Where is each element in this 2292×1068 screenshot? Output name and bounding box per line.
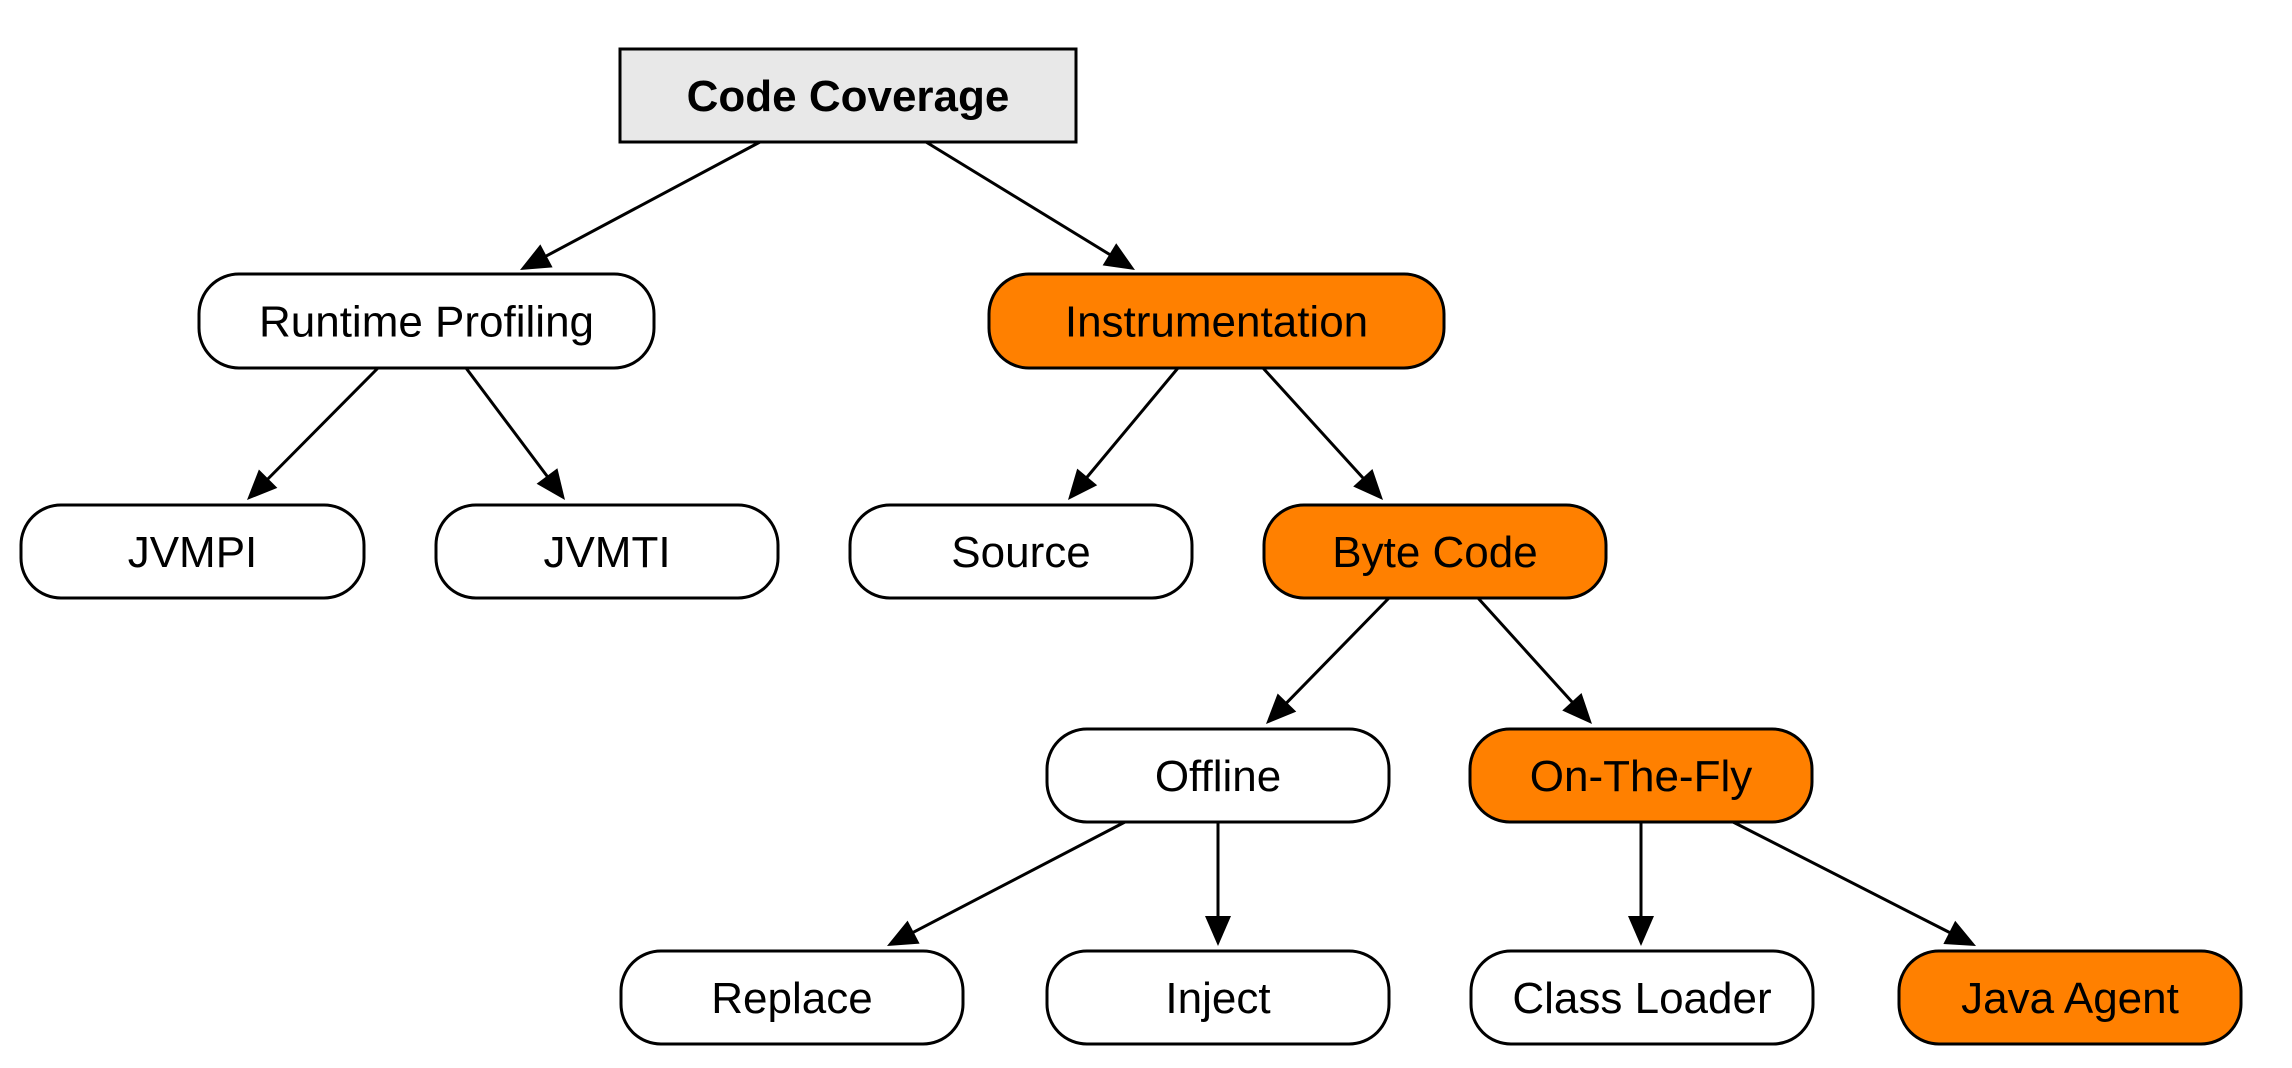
node-label: On-The-Fly: [1530, 752, 1752, 801]
edge-line: [1476, 596, 1575, 705]
edge-on-the-fly-to-java-agent: [1732, 820, 1976, 946]
node-label: Offline: [1155, 752, 1281, 801]
edge-offline-to-replace: [887, 820, 1126, 946]
node-inject: Inject: [1045, 949, 1391, 1046]
arrowhead-icon: [1562, 693, 1592, 724]
node-jvmpi: JVMPI: [19, 503, 366, 600]
arrowhead-icon: [1102, 243, 1135, 270]
arrowhead-icon: [887, 920, 920, 946]
node-label: Java Agent: [1961, 974, 2179, 1023]
node-instrumentation: Instrumentation: [987, 272, 1446, 370]
arrowhead-icon: [1353, 469, 1383, 500]
node-label: Replace: [711, 974, 872, 1023]
node-label: Byte Code: [1332, 528, 1537, 577]
edge-offline-to-inject: [1205, 822, 1231, 946]
node-box: [1468, 727, 1814, 824]
node-box: [1262, 503, 1608, 600]
edge-line: [911, 820, 1126, 935]
node-label: JVMTI: [543, 528, 670, 577]
arrowhead-icon: [1068, 468, 1098, 500]
edge-line: [543, 140, 761, 259]
node-box: [1045, 727, 1391, 824]
edge-byte-code-to-on-the-fly: [1476, 596, 1592, 724]
edge-line: [1084, 367, 1180, 480]
node-box: [1897, 949, 2243, 1046]
edges-layer: [247, 140, 1976, 946]
node-box: [1469, 949, 1815, 1046]
node-class-loader: Class Loader: [1469, 949, 1815, 1046]
node-box: [197, 272, 656, 370]
edge-runtime-profiling-to-jvmti: [464, 367, 565, 500]
node-box: [987, 272, 1446, 370]
node-code-coverage: Code Coverage: [618, 47, 1078, 144]
node-box: [618, 47, 1078, 144]
edge-line: [925, 140, 1112, 257]
node-byte-code: Byte Code: [1262, 503, 1608, 600]
node-jvmti: JVMTI: [434, 503, 780, 600]
edge-instrumentation-to-byte-code: [1261, 366, 1383, 500]
node-label: Code Coverage: [687, 72, 1010, 121]
node-box: [1045, 949, 1391, 1046]
arrowhead-icon: [247, 469, 278, 500]
edge-byte-code-to-offline: [1266, 596, 1391, 724]
node-box: [434, 503, 780, 600]
node-box: [848, 503, 1194, 600]
edge-line: [1732, 820, 1952, 935]
node-label: Inject: [1165, 974, 1270, 1023]
edge-runtime-profiling-to-jvmpi: [247, 366, 380, 500]
node-source: Source: [848, 503, 1194, 600]
arrowhead-icon: [1943, 920, 1976, 946]
edge-line: [1261, 366, 1366, 481]
node-box: [19, 503, 366, 600]
node-offline: Offline: [1045, 727, 1391, 824]
node-label: Source: [951, 528, 1090, 577]
node-java-agent: Java Agent: [1897, 949, 2243, 1046]
edge-line: [1284, 596, 1391, 706]
arrowhead-icon: [536, 468, 565, 500]
arrowhead-icon: [1266, 693, 1297, 724]
node-label: Instrumentation: [1065, 298, 1368, 347]
arrowhead-icon: [1628, 916, 1654, 946]
edge-line: [265, 366, 380, 482]
node-box: [619, 949, 965, 1046]
node-on-the-fly: On-The-Fly: [1468, 727, 1814, 824]
edge-on-the-fly-to-class-loader: [1628, 822, 1654, 946]
edge-instrumentation-to-source: [1068, 367, 1180, 500]
node-label: Runtime Profiling: [259, 298, 594, 347]
node-label: Class Loader: [1512, 974, 1771, 1023]
node-replace: Replace: [619, 949, 965, 1046]
edge-code-coverage-to-runtime-profiling: [520, 140, 761, 270]
node-runtime-profiling: Runtime Profiling: [197, 272, 656, 370]
arrowhead-icon: [520, 244, 553, 270]
node-label: JVMPI: [128, 528, 258, 577]
arrowhead-icon: [1205, 916, 1231, 946]
edge-line: [464, 367, 550, 479]
edge-code-coverage-to-instrumentation: [925, 140, 1135, 270]
